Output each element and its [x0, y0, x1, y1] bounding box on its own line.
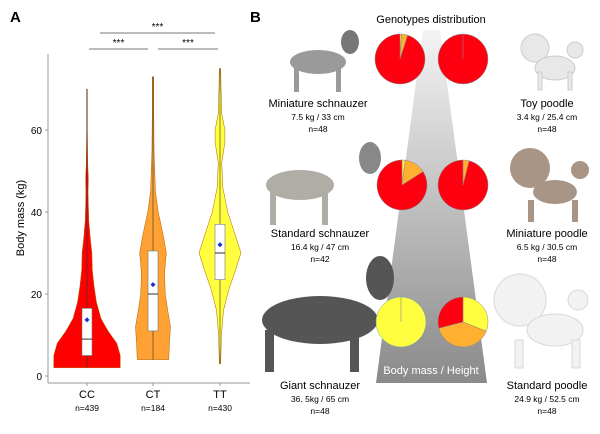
breed-stats: 16.4 kg / 47 cm — [291, 242, 349, 252]
breed-count: n=48 — [537, 124, 556, 134]
genotype-pies: Body mass / Height Genotypes distributio… — [262, 14, 589, 416]
breed-name: Toy poodle — [520, 98, 573, 110]
pie-slice-CT — [438, 321, 487, 348]
gradient-label: Body mass / Height — [383, 365, 478, 377]
breed-name: Standard poodle — [507, 380, 588, 392]
pie-standard-poodle — [437, 296, 489, 348]
mean-marker-CT — [150, 282, 156, 288]
y-tick-label: 20 — [31, 290, 43, 301]
pie-standard-schnauzer — [376, 159, 428, 211]
pie-slice-CC — [376, 159, 428, 211]
breed-stats: 24.9 kg / 52.5 cm — [514, 394, 579, 404]
pie-miniature-schnauzer — [374, 33, 426, 85]
breed-name: Giant schnauzer — [280, 380, 360, 392]
count-label-CT: n=184 — [141, 403, 165, 413]
pie-slice-TT — [462, 296, 489, 332]
significance-label: *** — [182, 38, 194, 49]
miniature-poodle-illustration — [510, 148, 589, 222]
y-tick-label: 0 — [36, 372, 42, 383]
giant-schnauzer-illustration — [262, 256, 394, 372]
panel-label-a: A — [10, 9, 21, 26]
breed-count: n=48 — [537, 254, 556, 264]
standard-schnauzer-illustration — [266, 142, 381, 225]
count-label-TT: n=430 — [208, 403, 232, 413]
body-mass-gradient — [376, 30, 487, 383]
y-tick-label: 60 — [31, 126, 43, 137]
pie-slice-CC — [437, 159, 489, 211]
box-CT — [147, 250, 159, 332]
breed-name: Miniature schnauzer — [268, 98, 367, 110]
breed-stats: 6.5 kg / 30.5 cm — [517, 242, 577, 252]
pie-giant-schnauzer — [375, 296, 427, 348]
breed-name: Standard schnauzer — [271, 228, 370, 240]
breed-stats: 36. 5kg / 65 cm — [291, 394, 349, 404]
pie-slice-CC — [374, 33, 426, 85]
significance-label: *** — [113, 38, 125, 49]
breed-name: Miniature poodle — [506, 228, 587, 240]
toy-poodle-illustration — [520, 33, 584, 91]
violin-plot: Body mass (kg) 0 20 40 60 CC n=439 CT n=184 TT n… — [15, 22, 250, 413]
count-label-CC: n=439 — [75, 403, 99, 413]
pie-miniature-poodle — [437, 159, 489, 211]
pie-title: Genotypes distribution — [376, 14, 485, 26]
pie-toy-poodle — [437, 33, 489, 85]
breed-stats: 7.5 kg / 33 cm — [291, 112, 344, 122]
standard-poodle-illustration — [493, 273, 589, 369]
panel-label-b: B — [250, 9, 261, 26]
mean-marker-TT — [217, 242, 223, 248]
breed-count: n=48 — [308, 124, 327, 134]
x-tick-label-CT: CT — [146, 389, 161, 401]
breed-count: n=48 — [537, 406, 556, 416]
breed-count: n=42 — [310, 254, 329, 264]
significance-label: *** — [152, 22, 164, 33]
x-tick-label-CC: CC — [79, 389, 95, 401]
y-tick-label: 40 — [31, 208, 43, 219]
x-tick-label-TT: TT — [213, 389, 227, 401]
pie-slice-CC — [437, 296, 464, 329]
miniature-schnauzer-illustration — [290, 30, 359, 92]
breed-count: n=48 — [310, 406, 329, 416]
mean-marker-CC — [84, 317, 90, 323]
breed-stats: 3.4 kg / 25.4 cm — [517, 112, 577, 122]
box-TT — [214, 224, 226, 280]
box-CC — [81, 308, 93, 356]
y-axis-label: Body mass (kg) — [15, 180, 27, 256]
